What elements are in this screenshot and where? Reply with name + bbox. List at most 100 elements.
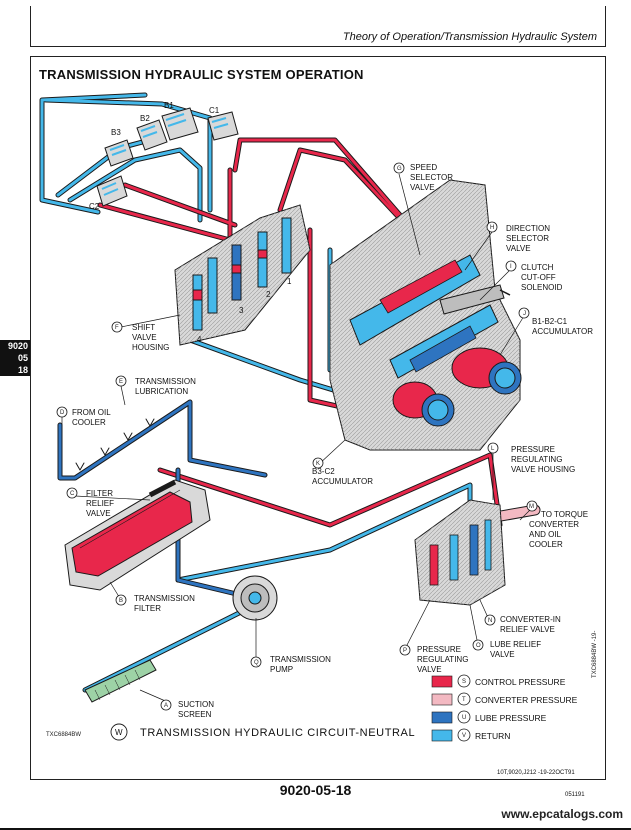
- callout-p-badge: [399, 644, 411, 656]
- callout-leaders: [61, 173, 533, 704]
- direction-valve-spool: [409, 325, 477, 373]
- legend-badge-v: [457, 728, 471, 742]
- callout-l-line2: REGULATING: [511, 455, 562, 464]
- section-tab-line1: 9020: [7, 341, 28, 351]
- callout-q-line2: PUMP: [270, 665, 293, 674]
- callout-o-badge: [472, 639, 484, 651]
- legend: S CONTROL PRESSURE T CONVERTER PRESSURE …: [431, 674, 578, 742]
- callout-d-line2: COOLER: [72, 418, 106, 427]
- clutch-b3: [104, 139, 134, 167]
- callout-n-line1: CONVERTER-IN: [500, 615, 561, 624]
- legend-swatch-converter: [431, 693, 453, 706]
- callout-b-letter: B: [119, 598, 123, 604]
- callout-k-letter: K: [316, 461, 320, 467]
- callout-h-line3: VALVE: [506, 244, 531, 253]
- clutch-label-c1: C1: [209, 106, 220, 115]
- callout-i-badge: [505, 260, 517, 272]
- clutch-b1: [161, 107, 199, 141]
- callout-e-line1: TRANSMISSION: [135, 377, 196, 386]
- callout-q-badge: [250, 656, 262, 668]
- clutch-c2: [96, 175, 128, 207]
- callout-q-line1: TRANSMISSION: [270, 655, 331, 664]
- valve-number-2: 2: [266, 290, 271, 299]
- callout-l-line3: VALVE HOUSING: [511, 465, 575, 474]
- callout-c-line2: RELIEF: [86, 499, 114, 508]
- legend-swatch-control: [431, 675, 453, 688]
- callout-m-line1: TO TORQUE: [541, 510, 588, 519]
- callout-i-line3: SOLENOID: [521, 283, 563, 292]
- callout-h-letter: H: [490, 225, 494, 231]
- document-id: 10T,9020,J212 -19-22OCT91: [497, 770, 575, 776]
- callout-j-letter: J: [523, 311, 526, 317]
- callout-h-line2: SELECTOR: [506, 234, 549, 243]
- legend-label-converter: CONVERTER PRESSURE: [475, 695, 578, 705]
- shift-valve-housing: [174, 204, 311, 346]
- legend-badge-u: [457, 710, 471, 724]
- callout-d-line1: FROM OIL: [72, 408, 111, 417]
- callout-i-line2: CUT-OFF: [521, 273, 556, 282]
- valve-number-1: 1: [287, 277, 292, 286]
- callout-j-line1: B1-B2-C1: [532, 317, 568, 326]
- diagram-frame: TRANSMISSION HYDRAULIC SYSTEM OPERATION: [30, 56, 606, 780]
- callout-f-badge: [111, 321, 123, 333]
- lube-outlet-marks: [75, 418, 155, 471]
- callout-n-line2: RELIEF VALVE: [500, 625, 555, 634]
- page-number: 9020-05-18: [279, 782, 352, 798]
- caption-letter: W: [115, 728, 123, 737]
- callout-h-badge: [486, 221, 498, 233]
- clutch-label-c2: C2: [89, 202, 100, 211]
- clutch-c1: [207, 111, 239, 141]
- callout-l-badge: [487, 442, 499, 454]
- callout-c-letter: C: [70, 491, 75, 497]
- callout-g-line3: VALVE: [410, 183, 435, 192]
- legend-label-control: CONTROL PRESSURE: [475, 677, 566, 687]
- callout-i-line1: CLUTCH: [521, 263, 554, 272]
- footer-code: 051191: [565, 792, 585, 798]
- legend-swatch-return: [431, 729, 453, 742]
- watermark: www.epcatalogs.com: [501, 807, 623, 821]
- callout-a-line2: SCREEN: [178, 710, 212, 719]
- callout-n-badge: [484, 614, 496, 626]
- callout-k-line2: ACCUMULATOR: [312, 477, 373, 486]
- figure-reference: TXC6884BW: [46, 732, 81, 738]
- callout-g-badge: [393, 162, 405, 174]
- callout-c-line1: FILTER: [86, 489, 113, 498]
- callout-g-line1: SPEED: [410, 163, 437, 172]
- legend-letter-v: V: [462, 733, 466, 739]
- callout-e-line2: LUBRICATION: [135, 387, 188, 396]
- section-tab-line3: 18: [17, 365, 28, 375]
- legend-label-lube: LUBE PRESSURE: [475, 713, 547, 723]
- callout-k-badge: [312, 457, 324, 469]
- callout-p-line2: REGULATING: [417, 655, 468, 664]
- callout-a-letter: A: [164, 703, 168, 709]
- callout-i-letter: I: [510, 264, 512, 270]
- callout-o-line1: LUBE RELIEF: [490, 640, 541, 649]
- legend-label-return: RETURN: [475, 731, 510, 741]
- callout-j-badge: [518, 307, 530, 319]
- callout-c-badge: [66, 487, 78, 499]
- callout-l-letter: L: [491, 446, 495, 452]
- callout-b-line1: TRANSMISSION: [134, 594, 195, 603]
- header-frame: Theory of Operation/Transmission Hydraul…: [30, 6, 606, 47]
- callout-f-line3: HOUSING: [132, 343, 169, 352]
- filter-relief-valve: [148, 479, 177, 498]
- accumulator-b3-c2: [392, 381, 455, 427]
- callout-e-letter: E: [119, 379, 123, 385]
- callout-b-line2: FILTER: [134, 604, 161, 613]
- valve-number-4: 4: [197, 335, 202, 344]
- legend-letter-t: T: [462, 697, 466, 703]
- clutch-packs: [96, 107, 239, 207]
- callout-k-line1: B3-C2: [312, 467, 335, 476]
- legend-swatch-lube: [431, 711, 453, 724]
- callout-d-letter: D: [60, 410, 65, 416]
- callout-f-letter: F: [115, 325, 119, 331]
- callout-a-line1: SUCTION: [178, 700, 214, 709]
- callout-o-line2: VALVE: [490, 650, 515, 659]
- callout-m-line4: COOLER: [529, 540, 563, 549]
- callout-f-line2: VALVE: [132, 333, 157, 342]
- legend-letter-u: U: [462, 715, 466, 721]
- transmission-filter: [64, 479, 211, 591]
- shift-valve-spools: [192, 217, 292, 331]
- transmission-pump: [232, 575, 278, 621]
